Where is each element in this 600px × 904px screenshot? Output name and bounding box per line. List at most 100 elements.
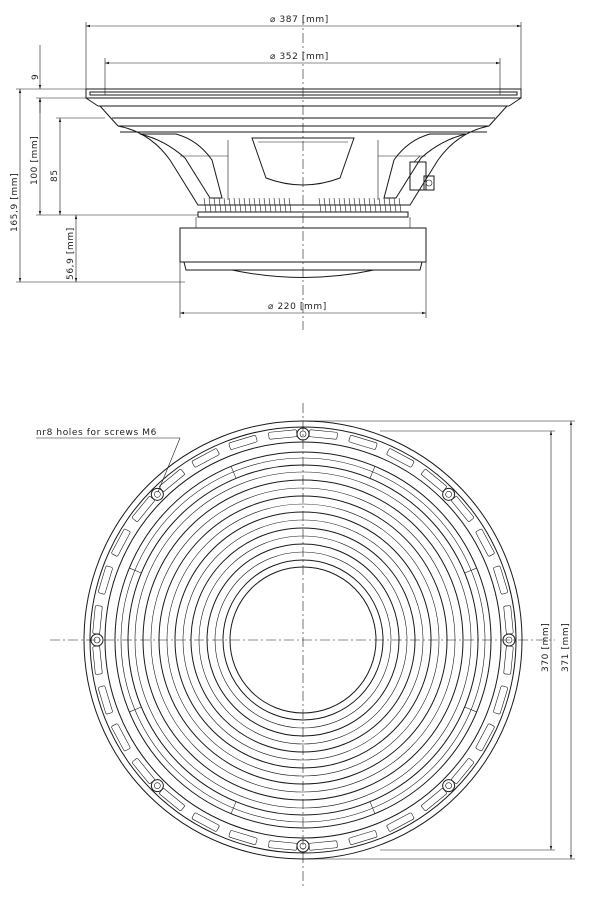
cone-ring xyxy=(127,464,479,816)
dim-mount-diameter-label: ⌀ 352 [mm] xyxy=(270,52,329,62)
cooling-fin xyxy=(388,197,392,213)
cooling-fin xyxy=(393,197,397,213)
screw-hole xyxy=(150,779,164,793)
dim-inner-span-label: 370 [mm] xyxy=(541,623,551,672)
cooling-fin xyxy=(383,197,387,213)
frame-slot xyxy=(268,840,298,851)
frame-slot xyxy=(98,685,113,715)
cone-ring xyxy=(222,559,384,721)
cone-ring xyxy=(142,479,464,801)
frame-slot xyxy=(111,528,131,557)
spider-spoke xyxy=(369,801,376,814)
cone-ring xyxy=(166,503,440,777)
cooling-fin xyxy=(353,197,357,213)
frame-slot xyxy=(228,830,258,845)
cooling-fin xyxy=(378,197,382,213)
spider-spoke xyxy=(230,466,237,479)
cooling-fin xyxy=(223,197,227,213)
cone-ring xyxy=(182,519,424,761)
dim-outer-diameter-label: ⌀ 387 [mm] xyxy=(270,15,329,25)
cooling-fin xyxy=(228,197,232,213)
cooling-fin xyxy=(363,197,367,213)
screw-hole xyxy=(502,633,516,647)
dim-basket-depth-label: 85 xyxy=(50,169,60,182)
frame-slot xyxy=(493,565,508,595)
cooling-fin xyxy=(283,197,287,213)
frame-slot xyxy=(308,840,338,851)
frame-slots xyxy=(92,429,514,851)
cooling-fin xyxy=(258,197,262,213)
cooling-fin xyxy=(238,197,242,213)
dim-flange-label: 9 xyxy=(31,74,41,80)
cooling-fin xyxy=(323,197,327,213)
spider-spoke xyxy=(129,706,142,713)
spider-spoke xyxy=(464,706,477,713)
frame-slot xyxy=(191,812,220,832)
cooling-fin xyxy=(358,197,362,213)
frame-slot xyxy=(475,723,495,752)
frame-slot xyxy=(493,685,508,715)
cooling-fin xyxy=(338,197,342,213)
frame-slot xyxy=(348,435,378,450)
side-view: ⌀ 387 [mm] ⌀ 352 [mm] ⌀ 220 [mm] 9 165,9… xyxy=(10,15,522,330)
screw-hole xyxy=(90,633,104,647)
frame-flange xyxy=(85,88,522,99)
spider-spoke xyxy=(369,466,376,479)
frame-slot xyxy=(111,723,131,752)
frame-slot xyxy=(228,435,258,450)
cone-ring xyxy=(214,551,392,729)
screw-hole xyxy=(296,839,310,853)
cooling-fin xyxy=(398,197,402,213)
frame-slot xyxy=(268,429,298,440)
frame-slot xyxy=(92,605,103,635)
cooling-fin xyxy=(243,197,247,213)
holes-note-label: nr8 holes for screws M6 xyxy=(36,428,157,438)
cooling-fin xyxy=(208,197,212,213)
cone-ring xyxy=(190,527,416,753)
cooling-fin xyxy=(268,197,272,213)
cooling-fin xyxy=(263,197,267,213)
cone-ring xyxy=(150,487,456,793)
cone-ring xyxy=(174,511,432,769)
frame-slot xyxy=(386,812,415,832)
cone-ring xyxy=(198,535,408,745)
cooling-fin xyxy=(278,197,282,213)
dust-cap xyxy=(229,566,377,714)
terminal-connector xyxy=(409,155,435,191)
frame-slot xyxy=(386,448,415,468)
cooling-fin xyxy=(273,197,277,213)
screw-hole xyxy=(442,779,456,793)
cooling-fin xyxy=(233,197,237,213)
cooling-fin xyxy=(373,197,377,213)
frame-slot xyxy=(308,429,338,440)
cooling-fin xyxy=(288,197,292,213)
dim-magnet-diameter-label: ⌀ 220 [mm] xyxy=(268,302,327,312)
frame-slot xyxy=(98,565,113,595)
spider-spoke xyxy=(129,567,142,574)
frame-slot xyxy=(191,448,220,468)
screw-holes xyxy=(90,427,516,853)
dim-magnet-depth-label: 56,9 [mm] xyxy=(66,227,76,280)
cooling-fin xyxy=(318,197,322,213)
cooling-fin xyxy=(333,197,337,213)
screw-hole xyxy=(150,487,164,501)
frame-slot xyxy=(348,830,378,845)
basket-window xyxy=(251,137,355,186)
spider-spoke xyxy=(230,801,237,814)
cooling-fin xyxy=(368,197,372,213)
frame-slot xyxy=(92,645,103,675)
cooling-fin xyxy=(253,197,257,213)
dim-frame-depth-label: 100 [mm] xyxy=(30,136,40,185)
cooling-fin xyxy=(348,197,352,213)
dim-total-depth-label: 165,9 [mm] xyxy=(10,173,20,232)
spider-spoke xyxy=(464,567,477,574)
frame-slot xyxy=(503,645,514,675)
cooling-fin xyxy=(213,197,217,213)
front-view: nr8 holes for screws M6 370 [mm] 371 [mm… xyxy=(36,403,575,886)
cooling-fin xyxy=(248,197,252,213)
cooling-fin xyxy=(203,197,207,213)
cone-ring xyxy=(206,543,400,737)
cooling-fin xyxy=(343,197,347,213)
screw-hole xyxy=(296,427,310,441)
